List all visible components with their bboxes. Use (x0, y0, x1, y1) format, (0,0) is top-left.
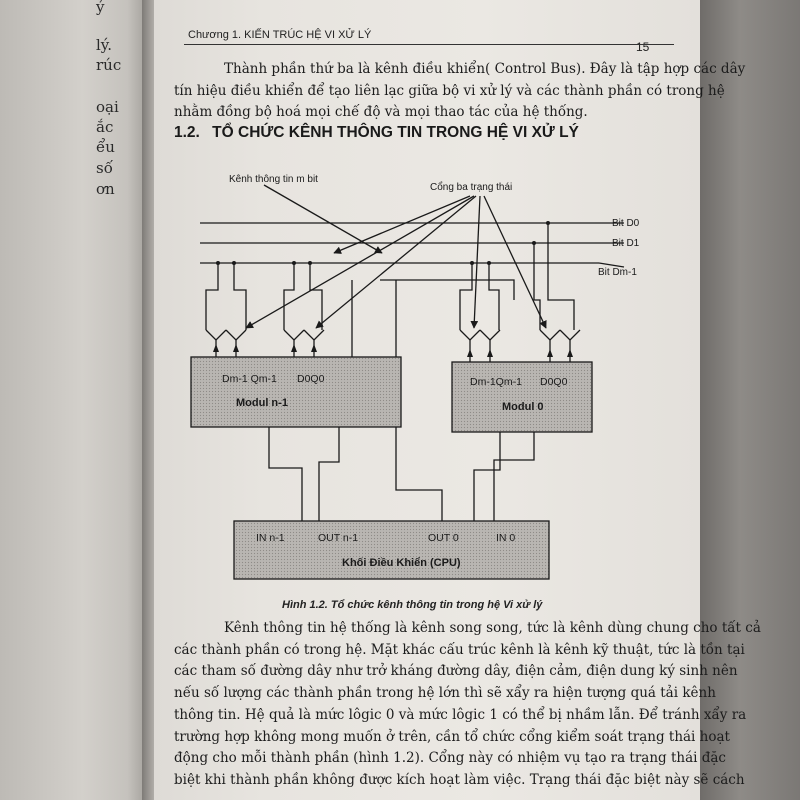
text-line: các tham số đường dây như trở kháng đườn… (174, 663, 738, 680)
module-0-label: Modul 0 (502, 401, 544, 413)
left-page-text: số (96, 159, 113, 177)
module-n-1-pins: D0Q0 (297, 373, 325, 385)
left-page-text: ểu (96, 138, 115, 156)
section-heading: 1.2. TỔ CHỨC KÊNH THÔNG TIN TRONG HỆ VI … (174, 124, 579, 142)
module-0-box (451, 361, 593, 433)
text-line: nhằm đồng bộ hoá mọi chế độ và mọi thao … (174, 104, 588, 121)
text-line: các thành phần có trong hệ. Mặt khác cấu… (174, 641, 745, 658)
text-line: Thành phần thứ ba là kênh điều khiển( Co… (224, 61, 746, 77)
header-rule (184, 44, 674, 45)
background (700, 0, 800, 800)
bus-label: Kênh thông tin m bit (229, 174, 318, 185)
cpu-pin-out-n1: OUT n-1 (318, 532, 358, 544)
cpu-label: Khối Điều Khiển (CPU) (342, 557, 461, 569)
module-n-1-box (190, 356, 402, 428)
left-page-text: ơn (96, 180, 115, 198)
book-page: Chương 1. KIẾN TRÚC HỆ VI XỬ LÝ 15 Thành… (154, 0, 761, 800)
cpu-pin-in-n1: IN n-1 (256, 532, 285, 544)
text-line: Kênh thông tin hệ thống là kênh song son… (224, 620, 761, 636)
bus-diagram: Kênh thông tin m bit Cổng ba trạng thái … (190, 174, 640, 580)
intro-paragraph: Thành phần thứ ba là kênh điều khiển( Co… (174, 59, 746, 124)
text-line: động cho mỗi thành phần (hình 1.2). Cổng… (174, 750, 726, 767)
left-page-text: ỷ (96, 0, 105, 16)
module-0-pins: Dm-1Qm-1 (470, 376, 522, 388)
chapter-header: Chương 1. KIẾN TRÚC HỆ VI XỬ LÝ (188, 29, 372, 41)
text-line: thông tin. Hệ quả là mức lôgic 0 và mức … (174, 706, 747, 723)
left-page-text: oại (96, 98, 119, 116)
section-number: 1.2. (174, 124, 200, 141)
text-line: trường hợp không mong muốn ở trên, cần t… (174, 728, 730, 745)
section-title: TỔ CHỨC KÊNH THÔNG TIN TRONG HỆ VI XỬ LÝ (212, 124, 579, 141)
cpu-box (233, 520, 550, 580)
page-number: 15 (636, 40, 650, 54)
cpu-pin-in-0: IN 0 (496, 532, 515, 544)
left-page: ỷ lý. rúc oại ắc ểu số ơn (0, 0, 150, 800)
page-edge (142, 0, 156, 800)
text-line: nếu số lượng các thành phần trong hệ lớn… (174, 685, 716, 702)
module-n-1-pins: Dm-1 Qm-1 (222, 373, 277, 385)
module-n-1-label: Modul n-1 (236, 397, 288, 409)
left-page-text: lý. (96, 36, 113, 54)
body-paragraph: Kênh thông tin hệ thống là kênh song son… (174, 618, 761, 792)
figure-caption: Hình 1.2. Tổ chức kênh thông tin trong h… (282, 599, 543, 611)
left-page-text: ắc (96, 118, 114, 136)
bit-d0-label: Bit D0 (612, 218, 640, 229)
bit-dm1-label: Bit Dm-1 (598, 267, 637, 278)
cpu-pin-out-0: OUT 0 (428, 532, 459, 544)
module-0-pins: D0Q0 (540, 376, 568, 388)
left-page-text: rúc (96, 56, 122, 74)
text-line: biệt khi thành phần không được kích hoạt… (174, 771, 745, 788)
text-line: tín hiệu điều khiển để tạo liên lạc giữa… (174, 82, 725, 99)
bit-d1-label: Bit D1 (612, 238, 640, 249)
gates-label: Cổng ba trạng thái (430, 181, 512, 193)
